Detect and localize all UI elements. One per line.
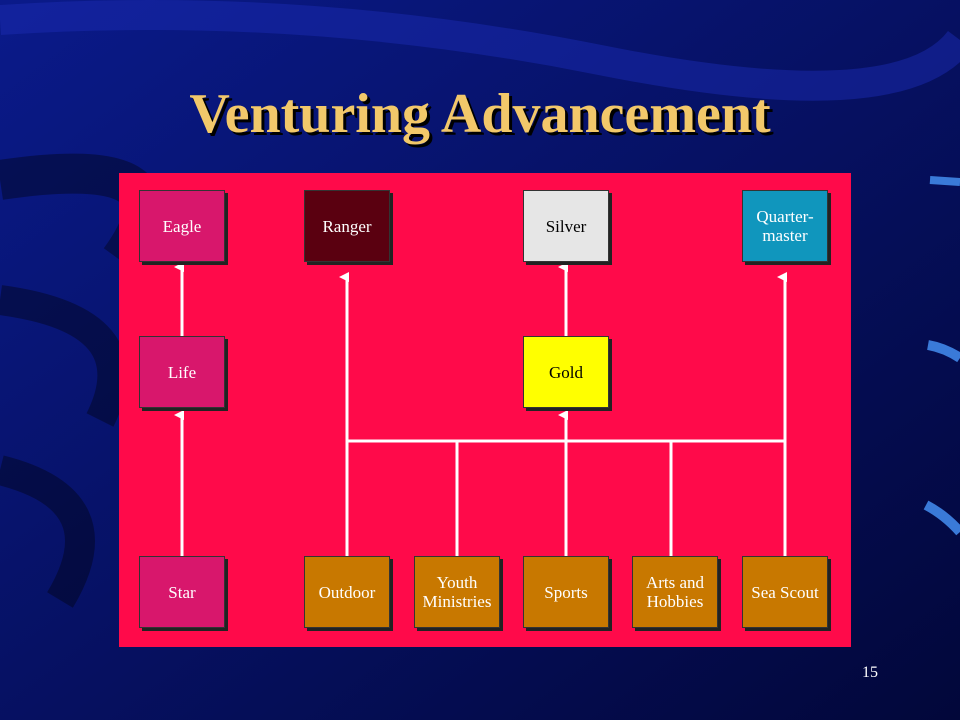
outdoor-box: Outdoor bbox=[304, 556, 390, 628]
slide-title: Venturing Advancement bbox=[189, 83, 771, 145]
silver-box: Silver bbox=[523, 190, 609, 262]
page-number: 15 bbox=[862, 664, 878, 681]
life-box: Life bbox=[139, 336, 225, 408]
arts-hobbies-box: Arts and Hobbies bbox=[632, 556, 718, 628]
sports-box: Sports bbox=[523, 556, 609, 628]
sea-scout-box: Sea Scout bbox=[742, 556, 828, 628]
ranger-box: Ranger bbox=[304, 190, 390, 262]
star-box: Star bbox=[139, 556, 225, 628]
connector-lines bbox=[174, 262, 787, 556]
gold-box: Gold bbox=[523, 336, 609, 408]
advancement-diagram-panel: Eagle Ranger Silver Quarter- master Life… bbox=[119, 173, 851, 647]
quartermaster-box: Quarter- master bbox=[742, 190, 828, 262]
eagle-box: Eagle bbox=[139, 190, 225, 262]
youth-ministries-box: Youth Ministries bbox=[414, 556, 500, 628]
